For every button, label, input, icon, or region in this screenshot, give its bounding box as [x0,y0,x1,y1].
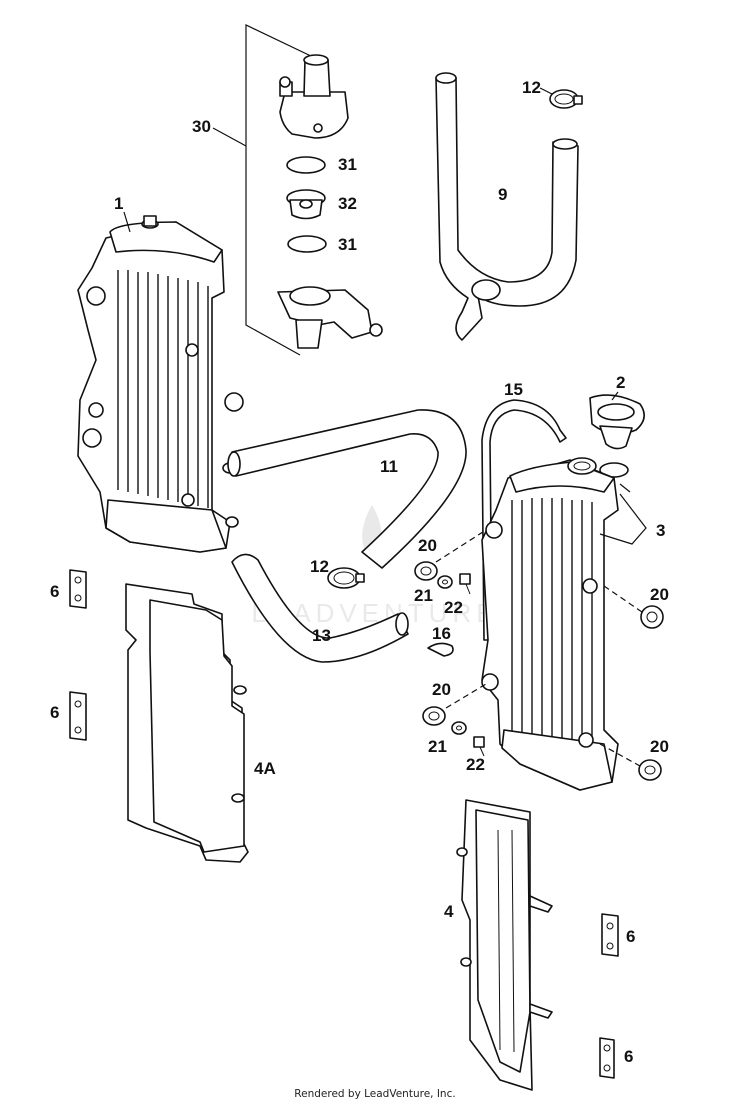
bolt [459,573,471,595]
bracket [69,569,87,609]
callout-6: 6 [50,703,59,722]
callout-6: 6 [626,927,635,946]
callout-3: 3 [656,521,665,540]
radiator-left [77,215,244,553]
hose-y [435,72,579,341]
callout-6: 6 [624,1047,633,1066]
callout-21: 21 [414,586,433,605]
callout-12: 12 [310,557,329,576]
callout-1: 1 [114,194,123,213]
footer-credit: Rendered by LeadVenture, Inc. [294,1088,456,1100]
callout-20: 20 [432,680,451,699]
hose-13 [231,553,409,663]
hose-clamp [549,89,583,109]
grommet [422,706,446,726]
callout-4: 4 [444,902,454,921]
bracket [599,1037,615,1079]
radiator-shroud-left [125,583,249,863]
callout-22: 22 [466,755,485,774]
callout-15: 15 [504,380,523,399]
callout-12: 12 [522,78,541,97]
thermostat [286,189,326,220]
callout-21: 21 [428,737,447,756]
callout-20: 20 [650,737,669,756]
hose-11 [227,409,467,569]
callout-31: 31 [338,235,357,254]
washer [437,575,453,589]
callout-32: 32 [338,194,357,213]
washer [451,721,467,735]
callout-16: 16 [432,624,451,643]
callout-9: 9 [498,185,507,204]
callout-20: 20 [650,585,669,604]
radiator-right [481,457,619,791]
callout-20: 20 [418,536,437,555]
thermostat-assembly [212,24,383,356]
grommet [638,759,662,781]
bolt [473,736,485,757]
callout-30: 30 [192,117,211,136]
hose-clip [427,642,454,657]
bracket [69,691,87,741]
radiator-core [511,498,593,754]
grommet [640,605,664,629]
grommet [414,561,438,581]
o-ring [287,235,327,253]
callout-11: 11 [380,457,398,476]
thermostat-housing [277,286,383,349]
callout-22: 22 [444,598,463,617]
radiator-cap [589,394,645,478]
callout-6: 6 [50,582,59,601]
radiator-shroud-right [456,799,553,1091]
bracket [601,913,619,957]
hose-clamp [327,567,365,589]
callout-2: 2 [616,373,625,392]
callout-4A: 4A [254,759,276,778]
o-ring [286,156,326,174]
thermostat-cover [279,54,349,139]
radiator-core [117,270,209,508]
callout-13: 13 [312,626,331,645]
callout-31: 31 [338,155,357,174]
